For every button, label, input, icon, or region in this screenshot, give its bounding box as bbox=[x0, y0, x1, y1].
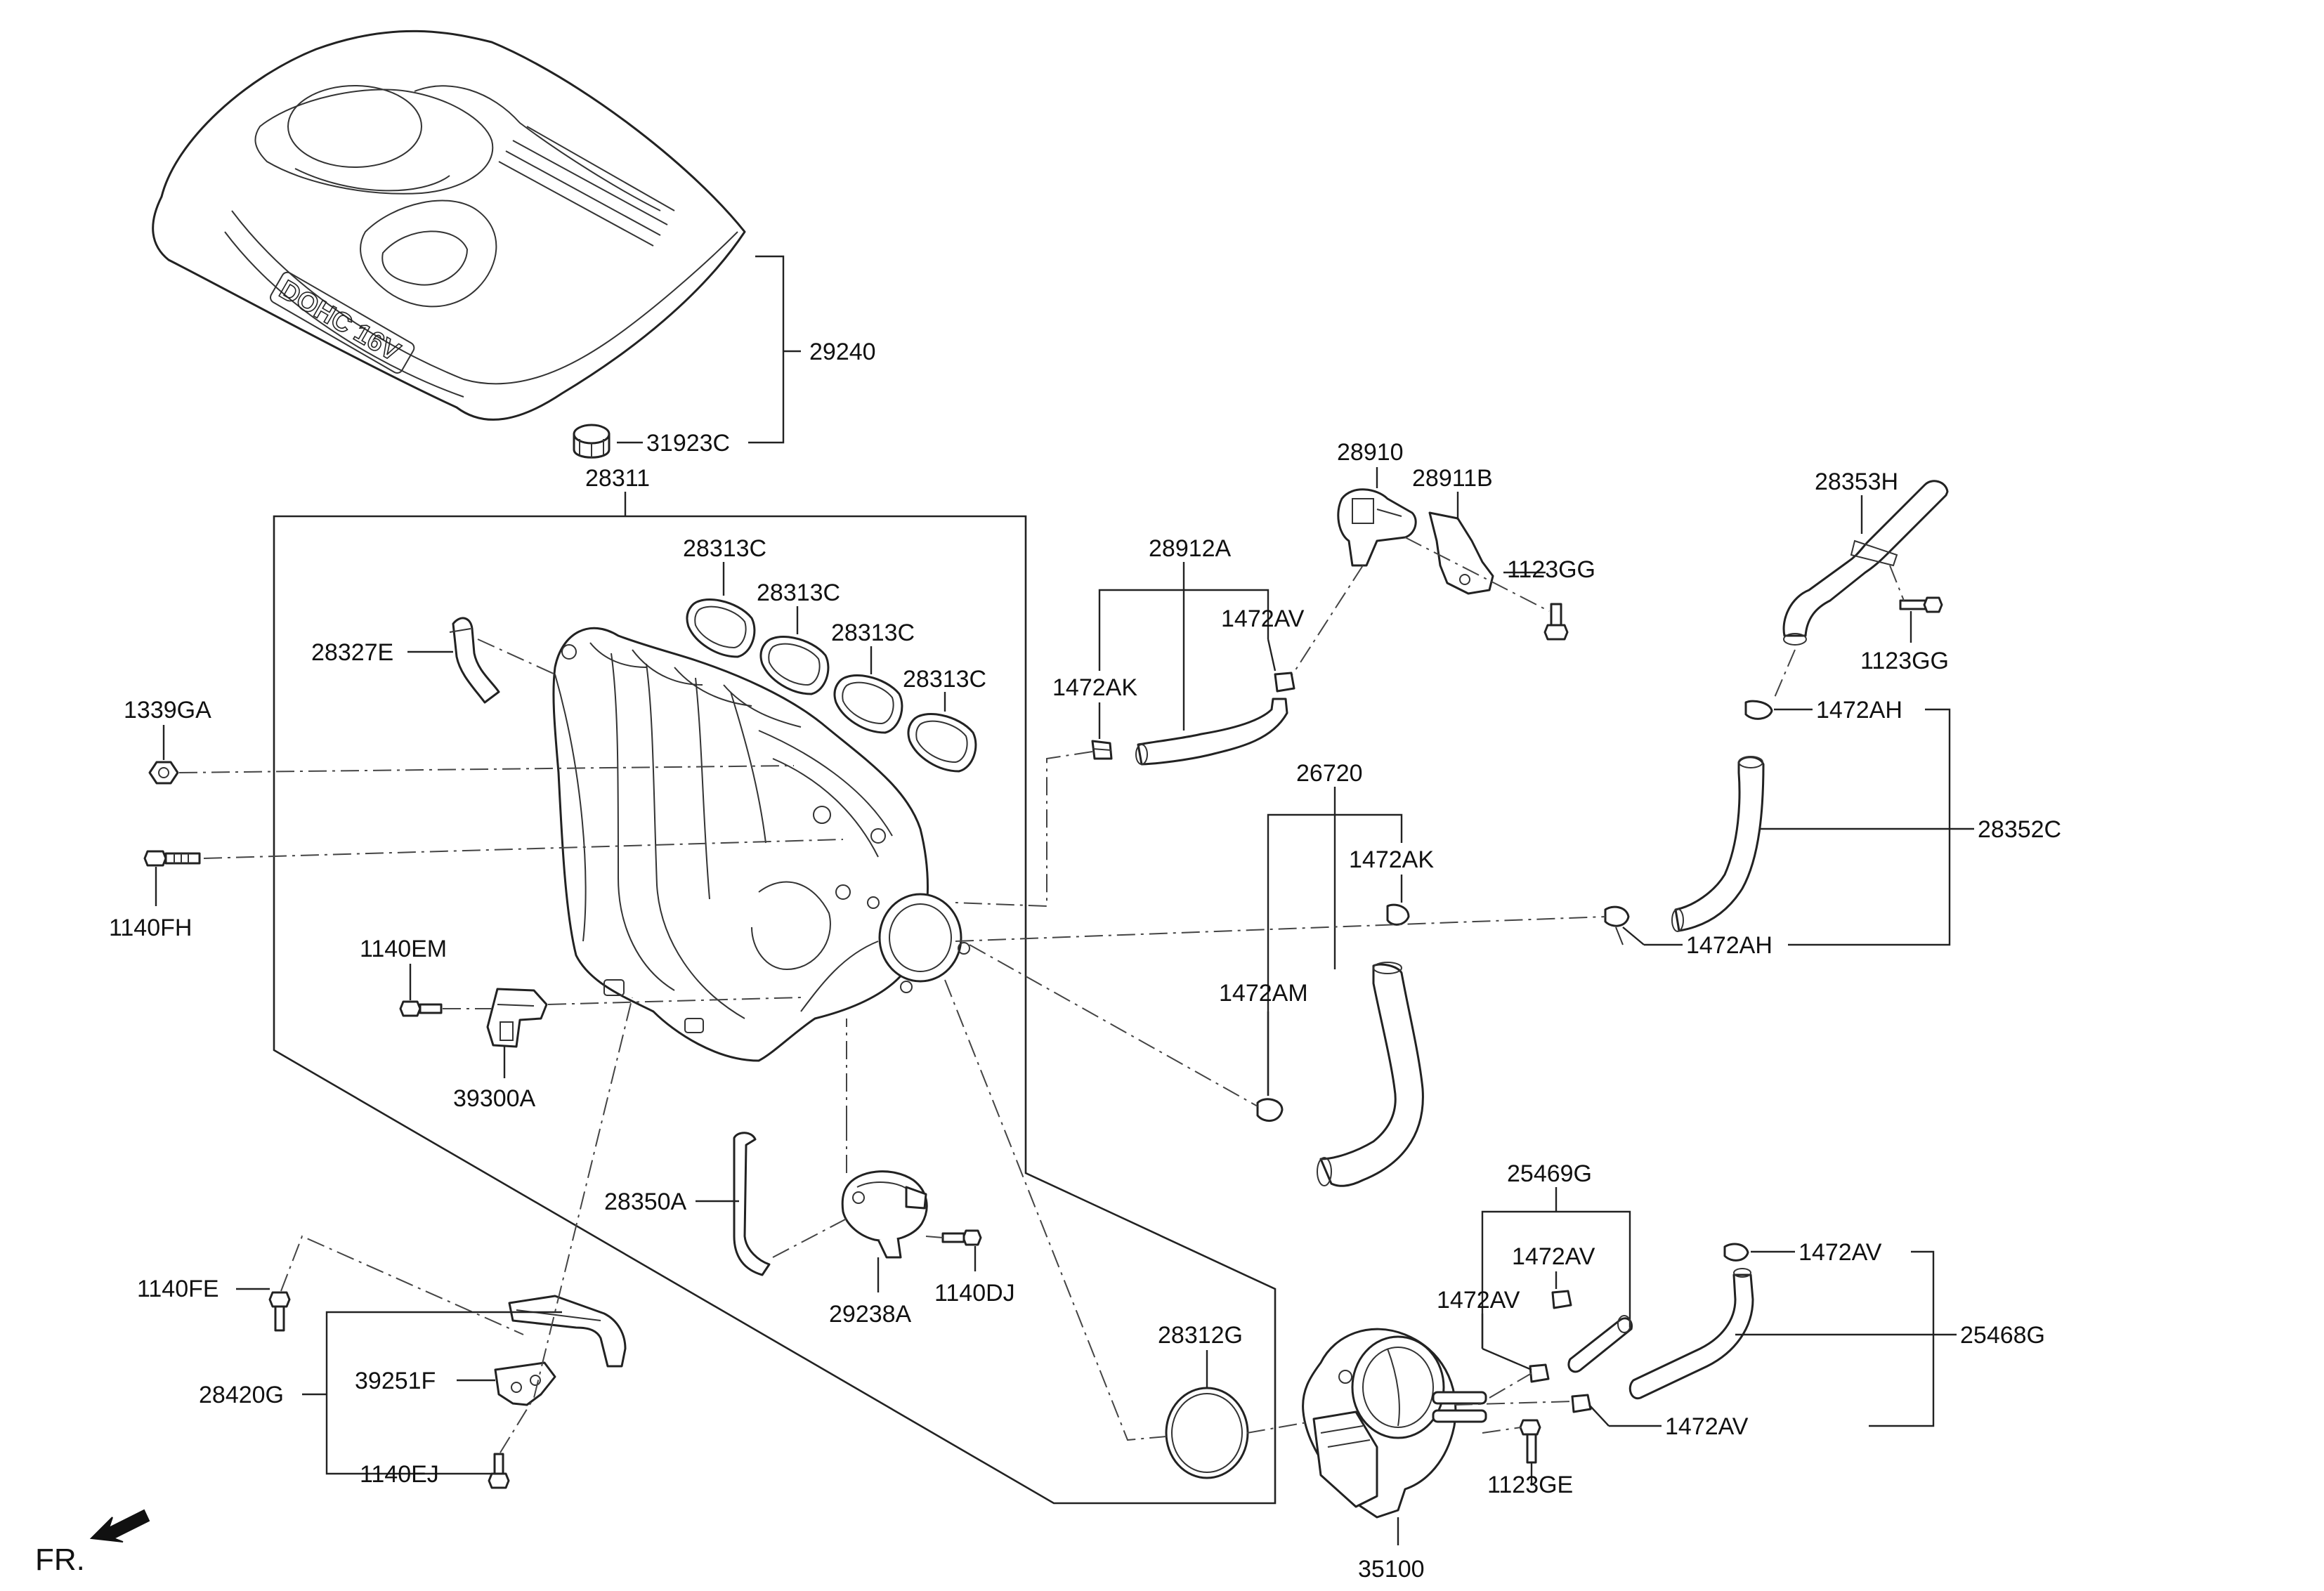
callout-39300A: 39300A bbox=[453, 1085, 536, 1112]
callout-1472AV-4: 1472AV bbox=[1799, 1239, 1882, 1266]
hose-28327E bbox=[449, 617, 500, 704]
bolt-1140EJ bbox=[488, 1453, 510, 1489]
callout-1472AM: 1472AM bbox=[1219, 980, 1308, 1007]
pipe-28353H bbox=[1782, 480, 1949, 646]
cover-marking-text: DOHC 16V bbox=[275, 275, 405, 367]
clamp-1472AH-lower bbox=[1604, 905, 1630, 945]
callout-25469G: 25469G bbox=[1507, 1160, 1592, 1187]
clamp-1472AM bbox=[1256, 1098, 1284, 1122]
intake-manifold bbox=[552, 627, 970, 1062]
bolt-1123GG-right bbox=[1899, 596, 1943, 613]
callout-1123GG-1: 1123GG bbox=[1507, 556, 1595, 583]
oil-cap-31923C bbox=[573, 424, 611, 459]
clamp-1472AV-right-bottom bbox=[1571, 1394, 1592, 1413]
callout-1140FE: 1140FE bbox=[137, 1276, 219, 1302]
bolt-1140EM bbox=[399, 1000, 443, 1017]
callout-29240: 29240 bbox=[809, 339, 876, 365]
callout-28327E: 28327E bbox=[311, 639, 393, 666]
manifold-group-frame bbox=[273, 515, 1277, 1505]
callout-1140EJ: 1140EJ bbox=[360, 1461, 439, 1488]
hose-26720 bbox=[1317, 962, 1424, 1187]
callout-28910: 28910 bbox=[1337, 439, 1404, 466]
callout-28311: 28311 bbox=[585, 465, 650, 492]
purge-valve-29238A bbox=[841, 1170, 928, 1259]
bolt-1140DJ bbox=[941, 1229, 982, 1246]
map-sensor-39300A bbox=[486, 988, 548, 1048]
bolt-1123GE bbox=[1519, 1419, 1541, 1464]
bolt-1140FH bbox=[143, 850, 201, 867]
callout-1472AV-1: 1472AV bbox=[1221, 605, 1305, 632]
hose-25469G bbox=[1567, 1315, 1633, 1373]
callout-1140EM: 1140EM bbox=[360, 936, 447, 962]
callout-1472AH-1: 1472AH bbox=[1816, 697, 1902, 724]
callout-1472AV-5: 1472AV bbox=[1665, 1413, 1749, 1440]
bracket-28911B bbox=[1428, 511, 1494, 595]
clamp-1472AH-upper bbox=[1744, 700, 1773, 720]
callout-28313C-3: 28313C bbox=[831, 620, 915, 646]
callout-28313C-1: 28313C bbox=[683, 535, 766, 562]
callout-1123GE: 1123GE bbox=[1487, 1472, 1573, 1498]
callout-1472AH-2: 1472AH bbox=[1686, 932, 1773, 959]
clamp-1472AK-lower bbox=[1386, 903, 1410, 926]
hose-28912A bbox=[1135, 698, 1288, 766]
bolt-1140FE bbox=[268, 1291, 291, 1332]
callout-28350A: 28350A bbox=[604, 1189, 687, 1215]
callout-28420G: 28420G bbox=[199, 1382, 284, 1408]
callout-31923C: 31923C bbox=[646, 430, 730, 457]
hose-28352C bbox=[1671, 756, 1765, 932]
hose-25468G bbox=[1628, 1268, 1754, 1400]
callout-1123GG-2: 1123GG bbox=[1860, 648, 1949, 674]
bracket-28420G bbox=[508, 1295, 627, 1368]
callout-1472AV-3: 1472AV bbox=[1437, 1287, 1520, 1314]
callout-28912A: 28912A bbox=[1149, 535, 1232, 562]
gasket-28312G bbox=[1165, 1387, 1249, 1479]
callout-35100: 35100 bbox=[1358, 1556, 1425, 1583]
front-arrow-icon bbox=[89, 1509, 150, 1543]
callout-29238A: 29238A bbox=[829, 1301, 912, 1328]
callout-1339GA: 1339GA bbox=[124, 697, 211, 724]
clamp-1472AV-left bbox=[1529, 1363, 1550, 1383]
callout-28911B: 28911B bbox=[1412, 465, 1493, 492]
callout-1140FH: 1140FH bbox=[109, 915, 192, 941]
callout-1472AV-2: 1472AV bbox=[1512, 1243, 1595, 1270]
gasket-28313C-3 bbox=[833, 674, 903, 734]
clamp-1472AV-upper bbox=[1274, 672, 1295, 693]
clamp-1472AV-right-top bbox=[1723, 1243, 1749, 1262]
gasket-28313C-1 bbox=[686, 598, 756, 658]
hose-28350A bbox=[696, 1132, 771, 1276]
bolt-1123GG-upper bbox=[1543, 603, 1569, 641]
callout-28312G: 28312G bbox=[1158, 1322, 1243, 1349]
callout-28352C: 28352C bbox=[1978, 816, 2061, 843]
clamp-1472AK-upper bbox=[1091, 740, 1113, 760]
callout-1140DJ: 1140DJ bbox=[934, 1280, 1015, 1307]
engine-cover-29240: DOHC 16V bbox=[152, 30, 746, 421]
callout-39251F: 39251F bbox=[355, 1368, 436, 1394]
nut-1339GA bbox=[148, 761, 179, 785]
gasket-28313C-2 bbox=[759, 636, 830, 695]
callout-28313C-4: 28313C bbox=[903, 666, 986, 693]
gasket-28313C-4 bbox=[907, 713, 977, 773]
callout-28353H: 28353H bbox=[1815, 469, 1898, 495]
callout-1472AK-1: 1472AK bbox=[1052, 674, 1137, 701]
callout-28313C-2: 28313C bbox=[757, 580, 840, 606]
callout-26720: 26720 bbox=[1296, 760, 1363, 787]
front-direction-indicator: FR. bbox=[35, 1509, 150, 1577]
throttle-body-35100 bbox=[1302, 1328, 1487, 1519]
callout-1472AK-2: 1472AK bbox=[1349, 846, 1434, 873]
bracket-39251F bbox=[494, 1361, 556, 1406]
pcsv-28910 bbox=[1337, 488, 1417, 567]
front-indicator-label: FR. bbox=[35, 1543, 85, 1577]
clamp-1472AV-mid bbox=[1551, 1290, 1572, 1309]
callout-25468G: 25468G bbox=[1960, 1322, 2045, 1349]
